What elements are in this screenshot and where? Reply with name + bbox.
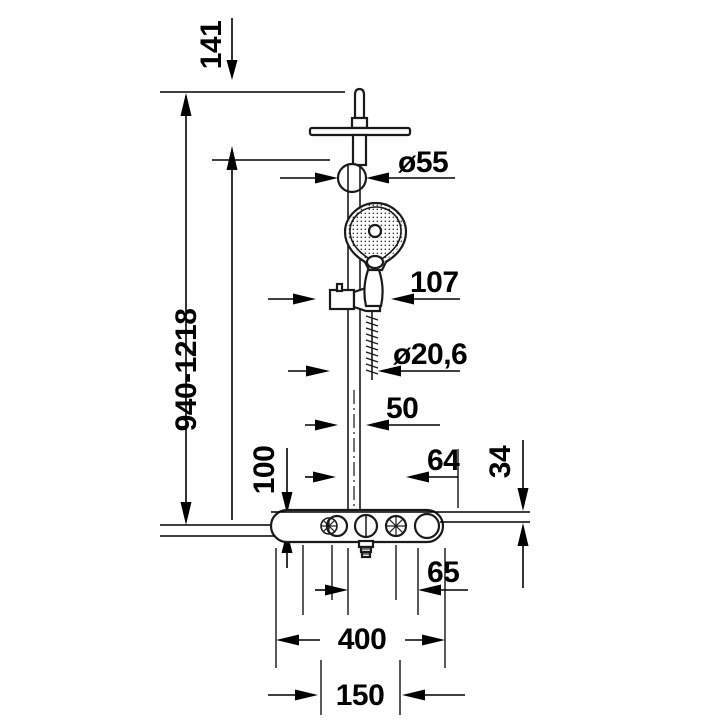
arrow-head-up <box>180 93 192 116</box>
temperature-control-knob <box>320 514 349 538</box>
arrow-head-right <box>295 689 318 701</box>
dimension-label-940-1218: 940-1218 <box>170 309 203 432</box>
volume-control-knob <box>384 514 408 538</box>
arrow-head-left <box>391 293 414 305</box>
arrow-head-up-aux <box>226 146 238 170</box>
arrow-head-left <box>276 634 299 646</box>
holder-pin <box>335 282 344 293</box>
arrow-head-left <box>378 365 401 377</box>
dimension-label-65: 65 <box>427 556 459 589</box>
shower-connector <box>336 162 368 194</box>
arrow-head-right <box>315 172 338 184</box>
outlet-connector <box>357 539 375 559</box>
arrow-head-down <box>180 502 192 525</box>
dimension-label-dia-20-6: ø20,6 <box>393 338 467 371</box>
dimension-65: 65 <box>302 545 468 615</box>
overhead-shower-head <box>308 87 412 167</box>
knob-crosshair <box>386 516 406 536</box>
arrow-head-down <box>517 488 529 511</box>
hose-coils <box>365 315 379 375</box>
dimension-107: 107 <box>268 266 460 313</box>
dimension-label-150: 150 <box>336 679 385 712</box>
dimension-label-64: 100 <box>248 446 281 495</box>
arrow-head-up <box>517 523 529 546</box>
arrow-head-left <box>402 689 425 701</box>
dimension-label-dia-55: ø55 <box>398 146 448 179</box>
dimension-dia-20-6: ø20,6 <box>288 338 468 377</box>
arrow-head-right <box>422 634 445 646</box>
hand-shower-holder <box>328 288 356 311</box>
dimension-940-1218: 940-1218 <box>160 93 300 526</box>
dimension-400: 400 <box>275 548 446 668</box>
arrow-head-left <box>406 471 429 483</box>
mixer-body <box>160 508 530 559</box>
knob-serrations <box>321 518 337 534</box>
dimension-label-107: 107 <box>410 266 459 299</box>
dimension-label-34: 34 <box>484 445 517 478</box>
arrow-head-down <box>226 60 238 80</box>
dimension-100: 64 <box>305 444 461 508</box>
dimension-label-50: 50 <box>386 392 418 425</box>
arrow-head-right <box>313 471 336 483</box>
dimension-label-400: 400 <box>338 623 387 656</box>
hose-outlet-ring <box>413 512 441 540</box>
arrow-head-right <box>315 419 338 431</box>
arrow-head-down <box>281 492 293 514</box>
dimension-label-100: 64 <box>427 444 460 477</box>
shower-hose <box>365 311 379 380</box>
arrow-head-left <box>366 419 389 431</box>
dimension-150: 150 <box>268 660 465 715</box>
arrow-head-right <box>293 293 316 305</box>
dimension-64: 100 <box>248 446 293 568</box>
outlet-threads <box>361 548 371 555</box>
dimension-bar-height-aux <box>212 146 330 520</box>
dimension-141: 141 <box>160 18 345 93</box>
arrow-head-right <box>325 584 348 596</box>
arrow-head-left <box>418 584 441 596</box>
arrow-head-left <box>366 172 389 184</box>
hand-shower-handle <box>363 268 384 308</box>
hand-shower <box>343 201 408 272</box>
arrow-head-right <box>306 365 330 377</box>
dimension-34: 34 <box>484 440 529 588</box>
dimension-label-141: 141 <box>195 21 228 70</box>
dimension-50: 50 <box>305 392 440 431</box>
dimension-dia-55: ø55 <box>280 146 455 194</box>
diverter-control-knob <box>353 513 379 539</box>
